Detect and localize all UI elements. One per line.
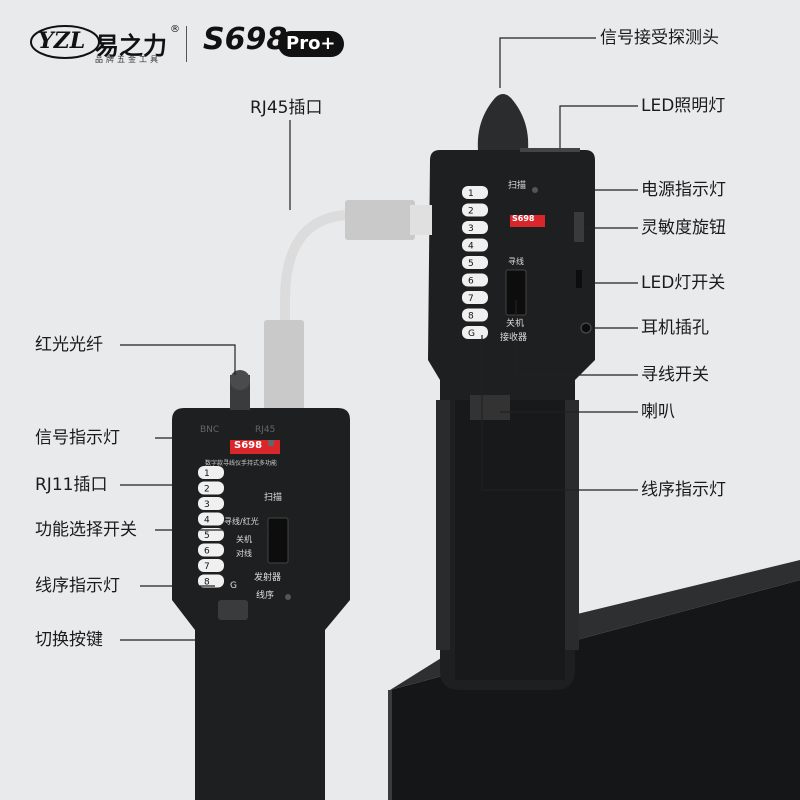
pedestal-front [390,580,800,800]
transmitter-pin-led [198,481,224,495]
transmitter-pin-leds: 1 2 3 4 5 6 7 8 [198,466,224,588]
tx-scan-label: 扫描 [264,493,283,503]
receiver-pin-label: 3 [468,224,474,234]
header-divider [186,26,187,62]
signal-indicator [268,440,274,446]
receiver-pin-led [462,291,488,304]
callout-toggle-key: 切换按键 [35,630,103,650]
receiver-pin-led [462,221,488,234]
tx-mode-top: 寻线/红光 [224,517,259,526]
transmitter-pin-label: 7 [204,562,210,572]
receiver-pin-led [462,203,488,217]
callout-probe: 信号接受探测头 [600,28,719,48]
receiver-pin-label: G [468,329,475,339]
probe-tip [477,94,529,150]
tx-description: 数字款寻线仪手持式多功能 [205,460,278,467]
cable [280,210,346,330]
callout-fiber: 红光光纤 [35,335,103,355]
transmitter-screen [230,440,280,454]
receiver-pin-led [462,308,488,322]
receiver-pin-led [462,273,488,287]
transmitter-pin-led [198,497,224,510]
transmitter-pin-led [198,466,224,479]
brand-tagline: 品牌五金工具 [95,55,161,64]
brand-logo-graphic [30,25,100,59]
tx-role-label: 发射器 [254,573,282,583]
transmitter-pin-label: 4 [204,516,210,526]
sensitivity-knob [574,212,584,242]
transmitter-pin-led [198,528,224,541]
receiver-pin-label: 8 [468,312,474,322]
model-name: S698 [203,22,288,57]
model-badge: Pro+ [278,31,344,57]
transmitter-pin-led [198,543,224,557]
callout-wire-led-left: 线序指示灯 [35,576,120,596]
receiver-pin-led [462,186,488,199]
transmitter-pin-label: 6 [204,547,210,557]
receiver-off-label: 关机 [506,319,525,329]
callout-rj45: RJ45插口 [250,98,323,118]
logo-mark: YZL [38,28,86,54]
receiver-screen [510,215,545,227]
transmitter-pin-label: 3 [204,500,210,510]
tx-mode-bottom: 对线 [236,549,252,558]
callout-led-switch: LED灯开关 [641,273,726,293]
callout-speaker: 喇叭 [641,402,675,422]
rj45-plug-bottom [264,320,304,410]
sequence-indicator [285,594,291,600]
receiver-pin-led [462,238,488,252]
receiver-grip [436,400,579,650]
callout-trace-switch: 寻线开关 [641,365,709,385]
receiver-pin-led [462,326,488,339]
receiver-pin-label: 7 [468,294,474,304]
transmitter-pin-led [198,574,224,588]
receiver-pin-label: 5 [468,259,474,269]
receiver-pin-led [462,256,488,269]
registered-mark: ® [170,24,180,35]
callout-function-switch: 功能选择开关 [35,520,137,540]
transmitter-pin-label: 8 [204,578,210,588]
earphone-jack [580,322,592,334]
receiver-pin-label: 4 [468,242,474,252]
transmitter-pin-label: 2 [204,485,210,495]
receiver-scan-label: 扫描 [508,181,527,191]
tx-port-rj45: RJ45 [255,425,276,435]
receiver-pin-leds: 1 2 3 4 5 6 7 8G [462,186,488,339]
receiver-screen-text: S698 [512,214,535,223]
transmitter-pin-label: 5 [204,531,210,541]
brand-name: 易之力 [95,32,167,60]
toggle-key-button [218,600,248,620]
callout-signal-led: 信号指示灯 [35,428,120,448]
receiver-pin-label: 6 [468,277,474,287]
led-light-strip [520,148,580,152]
power-indicator [532,187,538,193]
receiver-trace-label: 寻线 [508,257,524,266]
transmitter-pin-label: 1 [204,469,210,479]
receiver-role-label: 接收器 [500,333,528,343]
callout-rj11: RJ11插口 [35,475,108,495]
receiver-pin-label: 1 [468,189,474,199]
transmitter-pin-led [198,512,224,526]
callout-sensitivity: 灵敏度旋钮 [641,218,726,238]
callout-earphone: 耳机插孔 [641,318,709,338]
tx-sequence-label: 线序 [256,591,275,601]
callout-led-light: LED照明灯 [641,96,726,116]
callout-power-led: 电源指示灯 [641,180,726,200]
transmitter-pin-led [198,559,224,572]
tx-port-bnc: BNC [200,425,220,435]
rj45-plug-top [345,200,415,240]
callout-wire-led-right: 线序指示灯 [641,480,726,500]
receiver-pin-label: 2 [468,207,474,217]
tx-mode-mid: 关机 [236,535,252,544]
function-switch-slot [267,517,289,564]
speaker-grille [470,395,510,420]
tx-screen-text: S698 [234,440,263,451]
leader-lines [120,37,638,641]
led-switch [576,270,582,288]
tx-pin-g: G [230,581,237,591]
